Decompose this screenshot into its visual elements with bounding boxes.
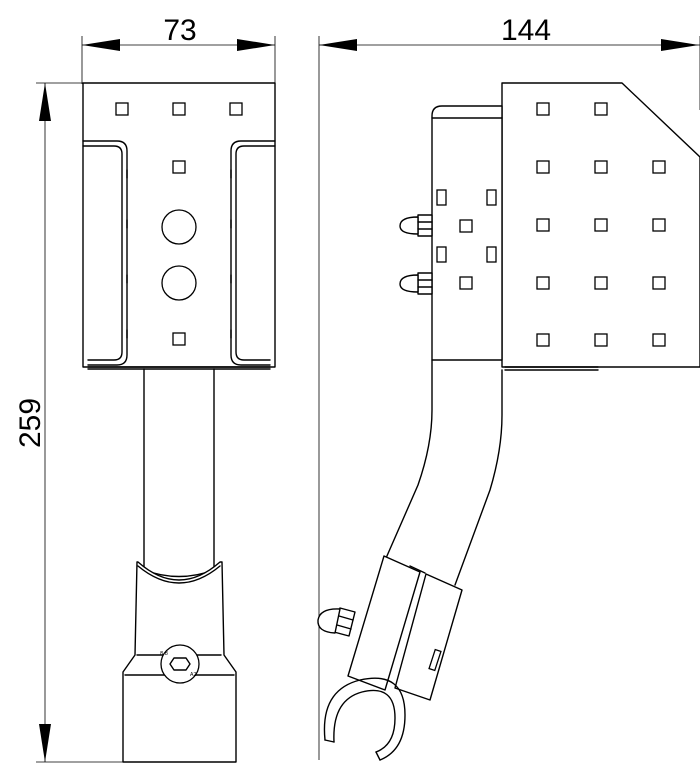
front-flange-slots bbox=[126, 169, 232, 339]
svg-text:8.8: 8.8 bbox=[160, 651, 168, 657]
dimension-label-73: 73 bbox=[163, 14, 196, 47]
svg-text:A2: A2 bbox=[190, 672, 197, 678]
dimension-width-side: 144 bbox=[318, 14, 700, 760]
front-left-flange bbox=[82, 140, 128, 366]
front-round-hole-upper bbox=[161, 209, 197, 245]
side-bracket bbox=[431, 105, 503, 361]
dimension-label-259: 259 bbox=[14, 398, 47, 448]
side-bracket-slots bbox=[436, 189, 497, 290]
dimension-width-front: 73 bbox=[81, 14, 276, 84]
front-square-holes bbox=[115, 102, 243, 346]
side-clamp bbox=[323, 555, 463, 761]
front-round-hole-lower bbox=[161, 265, 197, 301]
dimension-height: 259 bbox=[14, 82, 125, 763]
front-right-flange bbox=[230, 140, 276, 366]
front-tube bbox=[143, 368, 215, 571]
side-clamp-nut-icon bbox=[317, 607, 356, 637]
side-cap-nut-lower-icon bbox=[399, 272, 433, 295]
front-view: 8.8 A2 bbox=[82, 82, 276, 763]
side-view bbox=[317, 82, 700, 761]
side-bent-tube bbox=[382, 359, 433, 566]
dimension-label-144: 144 bbox=[501, 14, 551, 47]
side-plate-holes bbox=[536, 102, 666, 347]
front-clamp-bolt-icon: 8.8 A2 bbox=[160, 644, 200, 684]
side-cap-nut-upper-icon bbox=[399, 214, 433, 237]
